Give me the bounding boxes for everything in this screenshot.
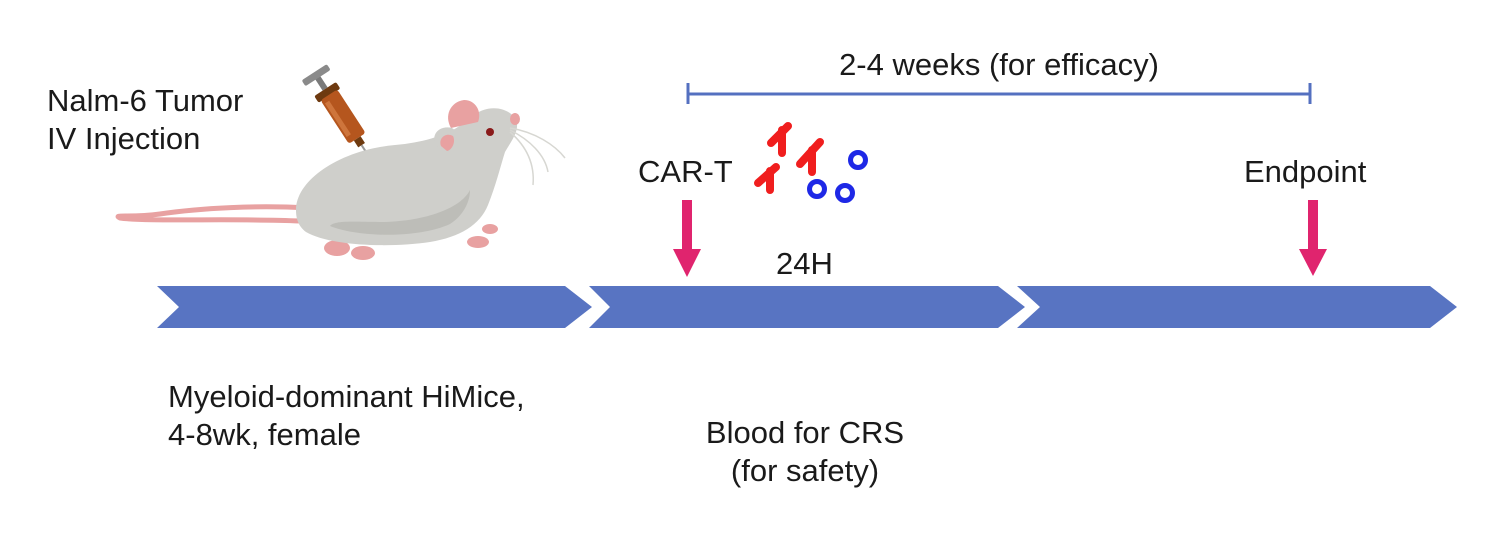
time-24h-label: 24H	[776, 246, 833, 281]
down-arrow-icon	[1299, 200, 1327, 276]
efficacy-period-label: 2-4 weeks (for efficacy)	[839, 47, 1159, 82]
timeline	[157, 286, 1457, 328]
tumor-injection-label: Nalm-6 Tumor IV Injection	[47, 83, 244, 156]
timeline-segment-3	[1017, 286, 1457, 328]
timeline-segment-1	[157, 286, 592, 328]
efficacy-bracket	[686, 83, 1312, 104]
cytokine-icon	[807, 150, 868, 203]
antibody-icon	[754, 122, 824, 194]
blood-sampling-label: Blood for CRS (for safety)	[705, 415, 905, 488]
syringe-icon	[302, 64, 372, 160]
cart-dosing-label: CAR-T	[638, 154, 733, 189]
timeline-segment-2	[589, 286, 1025, 328]
down-arrow-icon	[673, 200, 701, 277]
mouse-icon	[115, 100, 566, 260]
mouse-model-label: Myeloid-dominant HiMice, 4-8wk, female	[168, 379, 525, 452]
endpoint-label: Endpoint	[1244, 154, 1367, 189]
